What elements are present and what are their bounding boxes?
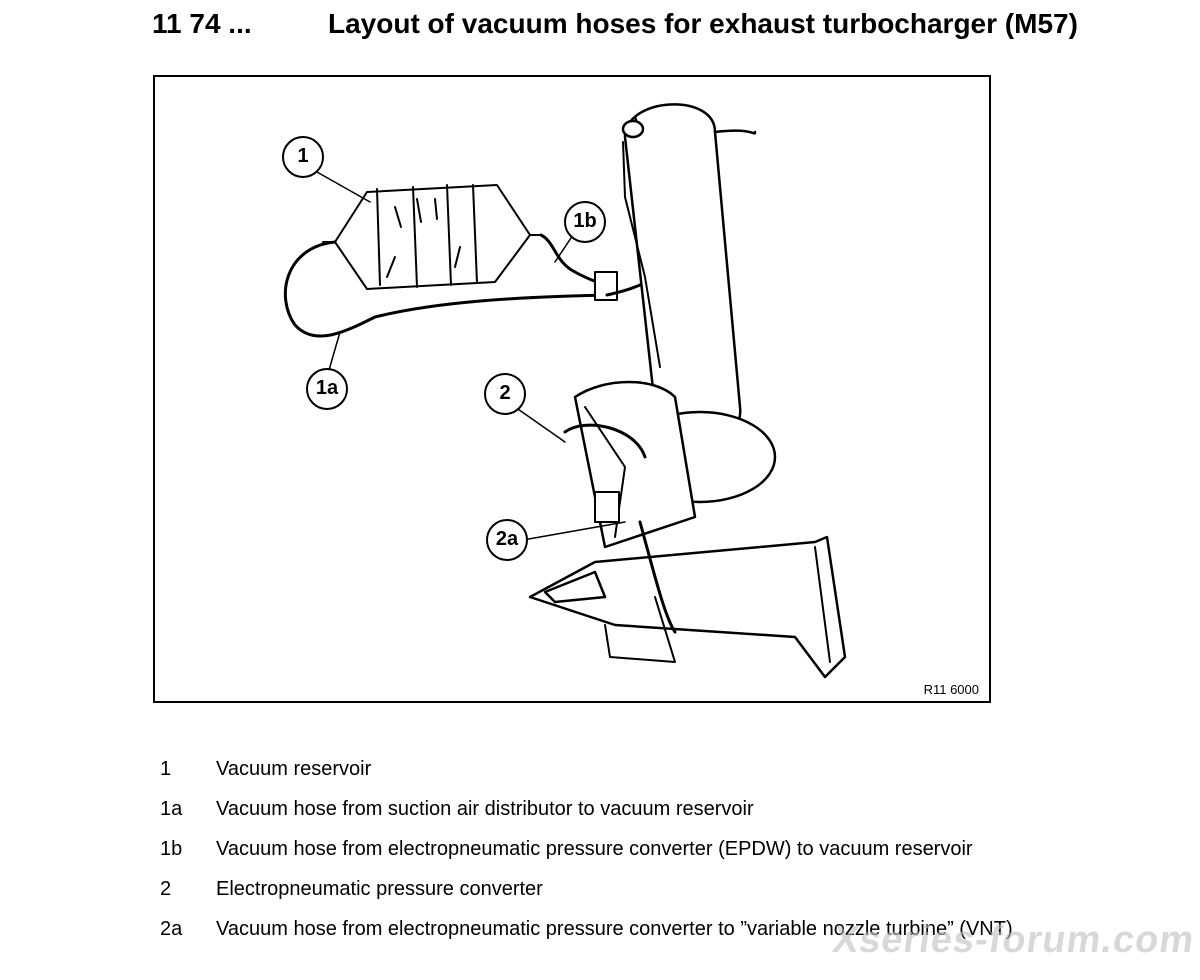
- callout-2a: 2a: [495, 528, 519, 550]
- turbocharger: [563, 380, 777, 549]
- hose-2a: [638, 520, 677, 634]
- legend: 1 Vacuum reservoir 1a Vacuum hose from s…: [160, 758, 1160, 958]
- callout-1a: 1a: [315, 377, 339, 399]
- legend-item: 1 Vacuum reservoir: [160, 758, 1160, 798]
- figure-reference: R11 6000: [923, 682, 979, 697]
- legend-text: Vacuum hose from suction air distributor…: [216, 798, 754, 820]
- legend-key: 1a: [160, 798, 183, 820]
- callout-2: 2: [499, 382, 511, 404]
- legend-text: Vacuum reservoir: [216, 758, 372, 780]
- hose-1a: [283, 240, 609, 338]
- legend-key: 2: [160, 878, 172, 900]
- section-number: 11 74 ...: [152, 8, 252, 39]
- legend-key: 1: [160, 758, 172, 780]
- legend-item: 2a Vacuum hose from electropneumatic pre…: [160, 918, 1160, 958]
- legend-key: 2a: [160, 918, 183, 940]
- vacuum-reservoir: [322, 184, 542, 290]
- legend-key: 1b: [160, 838, 183, 860]
- legend-text: Vacuum hose from electropneumatic pressu…: [216, 918, 1013, 940]
- callout-1: 1: [297, 145, 309, 167]
- callout-1b: 1b: [573, 210, 597, 232]
- page-title: Layout of vacuum hoses for exhaust turbo…: [328, 8, 1078, 39]
- technical-illustration: 1 1a 1b 2 2a R11 6000: [153, 75, 991, 703]
- legend-item: 1b Vacuum hose from electropneumatic pre…: [160, 838, 1160, 878]
- legend-item: 1a Vacuum hose from suction air distribu…: [160, 798, 1160, 838]
- watermark: Xseries-forum.com: [829, 919, 1198, 961]
- exhaust-pipe: [528, 535, 847, 679]
- legend-text: Vacuum hose from electropneumatic pressu…: [216, 838, 973, 860]
- legend-text: Electropneumatic pressure converter: [216, 878, 543, 900]
- legend-item: 2 Electropneumatic pressure converter: [160, 878, 1160, 918]
